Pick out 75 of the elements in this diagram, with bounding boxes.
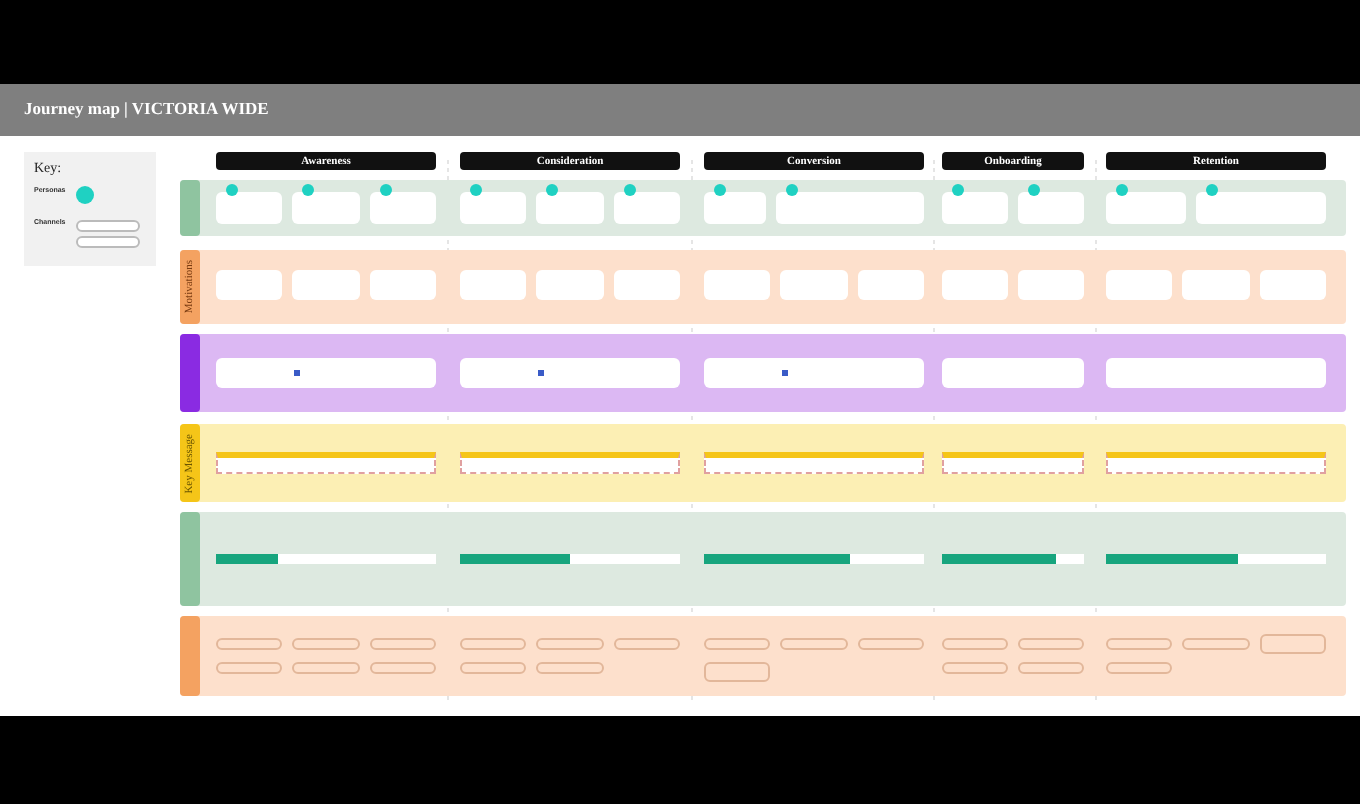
persona-swatch: [76, 186, 94, 204]
key-message-card: [1106, 452, 1326, 474]
swimlane-band: [180, 250, 1346, 324]
channel-chip: [1259, 634, 1326, 654]
card: [536, 270, 604, 300]
channel-chip: [780, 638, 848, 650]
channel-chip: [460, 638, 527, 650]
progress-bar: [216, 554, 436, 564]
channel-chip: [369, 662, 436, 674]
channel-chip: [1182, 638, 1250, 650]
card: [1196, 192, 1326, 224]
key-message-card: [460, 452, 680, 474]
title: Journey map | VICTORIA WIDE: [24, 98, 269, 118]
channel-chip: [942, 638, 1008, 650]
card: [775, 192, 924, 224]
progress-bar: [1106, 554, 1326, 564]
channel-chip: [460, 662, 527, 674]
channel-chip: [536, 662, 604, 674]
card: [857, 270, 924, 300]
swimlane-band: [180, 180, 1346, 236]
channel-chip: [613, 638, 680, 650]
card: [704, 192, 766, 224]
card: [460, 192, 527, 224]
swimlane-band: [180, 512, 1346, 606]
card: [460, 270, 527, 300]
channel-chip: [536, 638, 604, 650]
card: [1018, 270, 1084, 300]
progress-bar: [460, 554, 680, 564]
card: [369, 192, 436, 224]
progress-bar: [942, 554, 1084, 564]
card: [536, 192, 604, 224]
channel-chip: [216, 662, 283, 674]
card: [1106, 270, 1173, 300]
card: [1259, 270, 1326, 300]
swimlane-band: [180, 424, 1346, 502]
card: [460, 358, 680, 388]
card: [942, 192, 1008, 224]
channel-chip: [704, 662, 771, 682]
card: [292, 192, 360, 224]
card: [613, 192, 680, 224]
channel-chip: [704, 638, 771, 650]
channel-chip: [1018, 638, 1084, 650]
key-message-card: [942, 452, 1084, 474]
channel-chip: [942, 662, 1008, 674]
card: [216, 192, 283, 224]
card: [1106, 358, 1326, 388]
channel-chip: [292, 662, 360, 674]
card: [942, 358, 1084, 388]
channel-chip: [76, 220, 140, 232]
card: [613, 270, 680, 300]
card: [216, 270, 283, 300]
channel-chip: [1106, 638, 1173, 650]
key-panel: [24, 152, 156, 266]
channel-chip: [76, 236, 140, 248]
progress-bar: [704, 554, 924, 564]
swimlane-band: [180, 616, 1346, 696]
channel-chip: [1106, 662, 1173, 674]
card: [780, 270, 848, 300]
card: [1106, 192, 1187, 224]
channel-chip: [857, 638, 924, 650]
card: [369, 270, 436, 300]
card: [942, 270, 1008, 300]
channel-chip: [292, 638, 360, 650]
card: [1018, 192, 1084, 224]
card: [704, 270, 771, 300]
card: [1182, 270, 1250, 300]
channel-chip: [216, 638, 283, 650]
channel-chip: [369, 638, 436, 650]
card: [292, 270, 360, 300]
channel-chip: [1018, 662, 1084, 674]
card: [704, 358, 924, 388]
card: [216, 358, 436, 388]
swimlane-band: [180, 334, 1346, 412]
key-message-card: [704, 452, 924, 474]
key-message-card: [216, 452, 436, 474]
